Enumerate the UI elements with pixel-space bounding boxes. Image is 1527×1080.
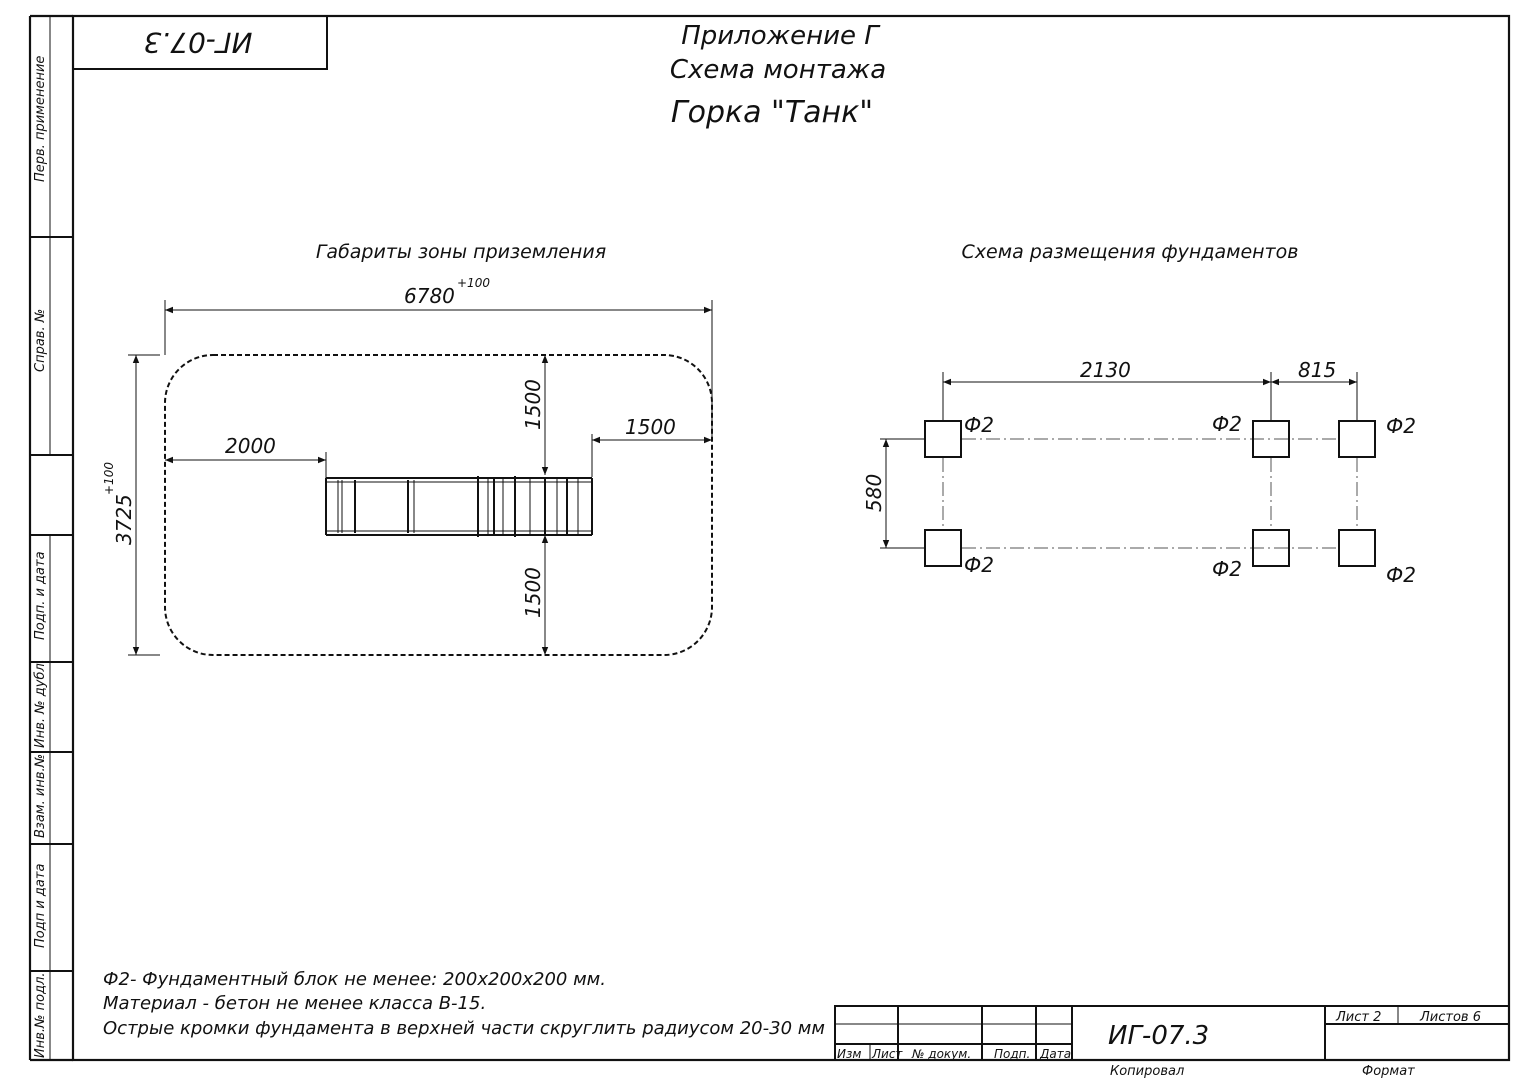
stamp-code-rotated: ИГ-07.3	[144, 26, 253, 59]
landing-zone-outline	[164, 354, 713, 656]
note-line-1: Ф2- Фундаментный блок не менее: 200х200х…	[103, 969, 606, 990]
dim-width-tol: +100	[457, 276, 490, 290]
scheme-title: Схема монтажа	[670, 55, 886, 85]
tb-no-dokum: № докум.	[911, 1047, 971, 1061]
tb-format: Формат	[1362, 1064, 1415, 1079]
dim-height-580-value: 580	[862, 474, 886, 512]
label-podp-data-1: Подп. и дата	[33, 551, 48, 640]
block-mark: Ф2	[1212, 557, 1242, 581]
dim-left-value: 2000	[225, 434, 276, 458]
tb-sheet: Лист 2	[1335, 1010, 1381, 1025]
foundation-block	[1338, 529, 1376, 567]
tb-data: Дата	[1039, 1047, 1071, 1061]
label-sprav-no: Справ. №	[33, 309, 48, 372]
note-line-3: Острые кромки фундамента в верхней части…	[103, 1018, 825, 1039]
block-mark: Ф2	[1386, 563, 1416, 587]
label-vzam-inv-no: Взам. инв.№	[33, 754, 48, 838]
note-line-2: Материал - бетон не менее класса В-15.	[103, 993, 486, 1014]
tb-kopiroval: Копировал	[1110, 1064, 1184, 1079]
top-code-stamp: ИГ-07.3	[72, 15, 328, 70]
notes: Ф2- Фундаментный блок не менее: 200х200х…	[103, 969, 825, 1039]
dim-width-value: 6780	[404, 284, 455, 308]
block-mark: Ф2	[964, 413, 994, 437]
tb-list: Лист	[871, 1047, 903, 1061]
landing-zone-view: Габариты зоны приземления 6780 +100 3725…	[102, 241, 713, 656]
sheet-frame	[28, 14, 1511, 1062]
left-strip-labels: Перв. применение Справ. № Подп. и дата И…	[33, 56, 48, 1058]
tb-sheets: Листов 6	[1419, 1010, 1481, 1025]
foundation-block	[1252, 420, 1290, 458]
label-inv-no-podl: Инв.№ подл.	[33, 972, 48, 1058]
foundation-block	[924, 529, 962, 567]
block-mark: Ф2	[1386, 414, 1416, 438]
product-title: Горка "Танк"	[671, 95, 873, 130]
foundation-layout-view: Схема размещения фундаментов 2130 815 58…	[862, 241, 1416, 587]
foundation-block	[1338, 420, 1376, 458]
title-block: Изм Лист № докум. Подп. Дата ИГ-07.3 Лис…	[834, 1005, 1510, 1079]
dim-span-1-value: 2130	[1080, 358, 1131, 382]
foundation-block	[1252, 529, 1290, 567]
tb-code: ИГ-07.3	[1108, 1021, 1209, 1051]
dim-span-2-value: 815	[1298, 358, 1336, 382]
dim-height-tol: +100	[102, 462, 116, 495]
block-mark: Ф2	[964, 553, 994, 577]
foundation-block	[924, 420, 962, 458]
tb-podp: Подп.	[994, 1047, 1030, 1061]
appendix-title: Приложение Г	[681, 21, 881, 51]
landing-zone-title: Габариты зоны приземления	[316, 241, 606, 263]
dim-bottom-value: 1500	[521, 567, 545, 618]
dim-top-value: 1500	[521, 379, 545, 430]
dim-right-value: 1500	[625, 415, 676, 439]
tb-izm: Изм	[837, 1047, 861, 1061]
header: Приложение Г Схема монтажа Горка "Танк"	[670, 21, 886, 130]
label-perv-primenenie: Перв. применение	[33, 56, 48, 182]
block-mark: Ф2	[1212, 412, 1242, 436]
foundation-layout-title: Схема размещения фундаментов	[962, 241, 1299, 263]
label-podp-data-2: Подп и дата	[33, 864, 48, 948]
dim-height-value: 3725	[112, 494, 136, 545]
label-inv-no-dubl: Инв. № дубл.	[33, 659, 48, 748]
slide-top-view	[325, 476, 593, 537]
